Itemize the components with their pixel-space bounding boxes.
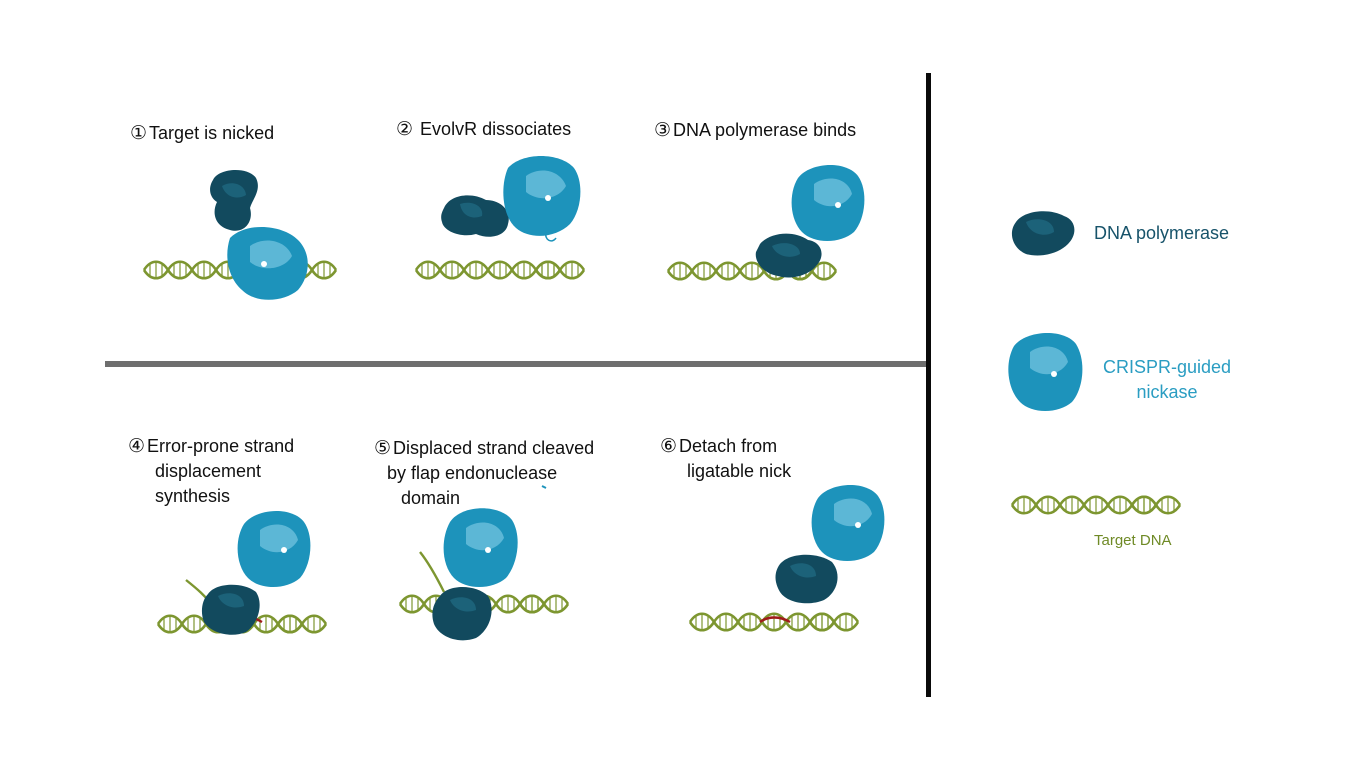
step-6-crispr-nickase — [811, 484, 885, 561]
step-2-title-line-1: EvolvR dissociates — [415, 119, 572, 139]
step-5-title-line-2: by flap endonuclease — [387, 463, 558, 483]
step-1-dna-polymerase — [210, 169, 258, 231]
step-5-displaced-strand — [419, 551, 446, 593]
step-4-target-dna — [156, 614, 328, 634]
legend-nickase-label: CRISPR-guided nickase — [1094, 355, 1240, 405]
step-2-target-dna — [414, 260, 586, 280]
step-3-crispr-nickase — [791, 164, 865, 241]
step-5-dna-polymerase — [432, 587, 492, 641]
horizontal-divider — [105, 361, 927, 367]
legend-dna-icon — [1010, 495, 1182, 515]
step-4-title-line-3: synthesis — [155, 486, 231, 506]
step-3-title-line-1: DNA polymerase binds — [673, 120, 857, 140]
step-5-number: ⑤ — [374, 437, 392, 459]
step-5-target-dna — [398, 594, 570, 614]
step-6-title-line-1: Detach from — [679, 436, 778, 456]
legend-nickase-label-line-1: CRISPR-guided — [1102, 357, 1232, 377]
step-1-crispr-nickase — [227, 226, 308, 300]
step-2-title: ② EvolvR dissociates — [396, 117, 571, 142]
step-4-illustration — [156, 510, 328, 635]
step-3-dna-polymerase — [755, 233, 822, 278]
step-2-crispr-nickase — [503, 156, 581, 242]
step-2-dna-polymerase — [441, 195, 509, 237]
step-2-illustration — [414, 156, 586, 280]
step-6-repaired-segment — [759, 616, 791, 624]
step-2-number: ② — [396, 118, 414, 140]
step-4-number: ④ — [128, 435, 146, 457]
step-5-title-line-3: domain — [401, 488, 461, 508]
step-4-displaced-strand — [185, 579, 215, 609]
step-4-new-strand — [235, 616, 263, 624]
step-3-target-dna — [666, 261, 838, 281]
step-1-illustration — [142, 169, 338, 300]
step-5-crispr-nickase — [443, 508, 518, 587]
legend-dna-label: Target DNA — [1094, 532, 1172, 549]
step-6-dna-polymerase — [775, 554, 838, 604]
step-3-number: ③ — [654, 119, 672, 141]
step-1-title-line-1: Target is nicked — [149, 123, 275, 143]
step-5-title-line-1: Displaced strand cleaved — [393, 438, 595, 458]
step-6-number: ⑥ — [660, 435, 678, 457]
step-4-dna-polymerase — [201, 584, 260, 635]
step-1-target-dna — [142, 260, 338, 280]
step-6-title-line-2: ligatable nick — [687, 461, 792, 481]
step-4-title-line-2: displacement — [155, 461, 262, 481]
step-6-illustration — [688, 484, 885, 632]
legend-nickase-icon — [1008, 332, 1083, 411]
step-4-title-line-1: Error-prone strand — [147, 436, 295, 456]
step-4-crispr-nickase — [237, 510, 311, 587]
legend-nickase-label-line-2: nickase — [1136, 382, 1198, 402]
legend-polymerase-label: DNA polymerase — [1094, 223, 1230, 243]
step-6-target-dna — [688, 612, 860, 632]
step-3-illustration — [666, 164, 865, 281]
vertical-divider — [926, 73, 931, 697]
step-1-number: ① — [130, 122, 148, 144]
legend-polymerase-icon — [1011, 211, 1075, 256]
